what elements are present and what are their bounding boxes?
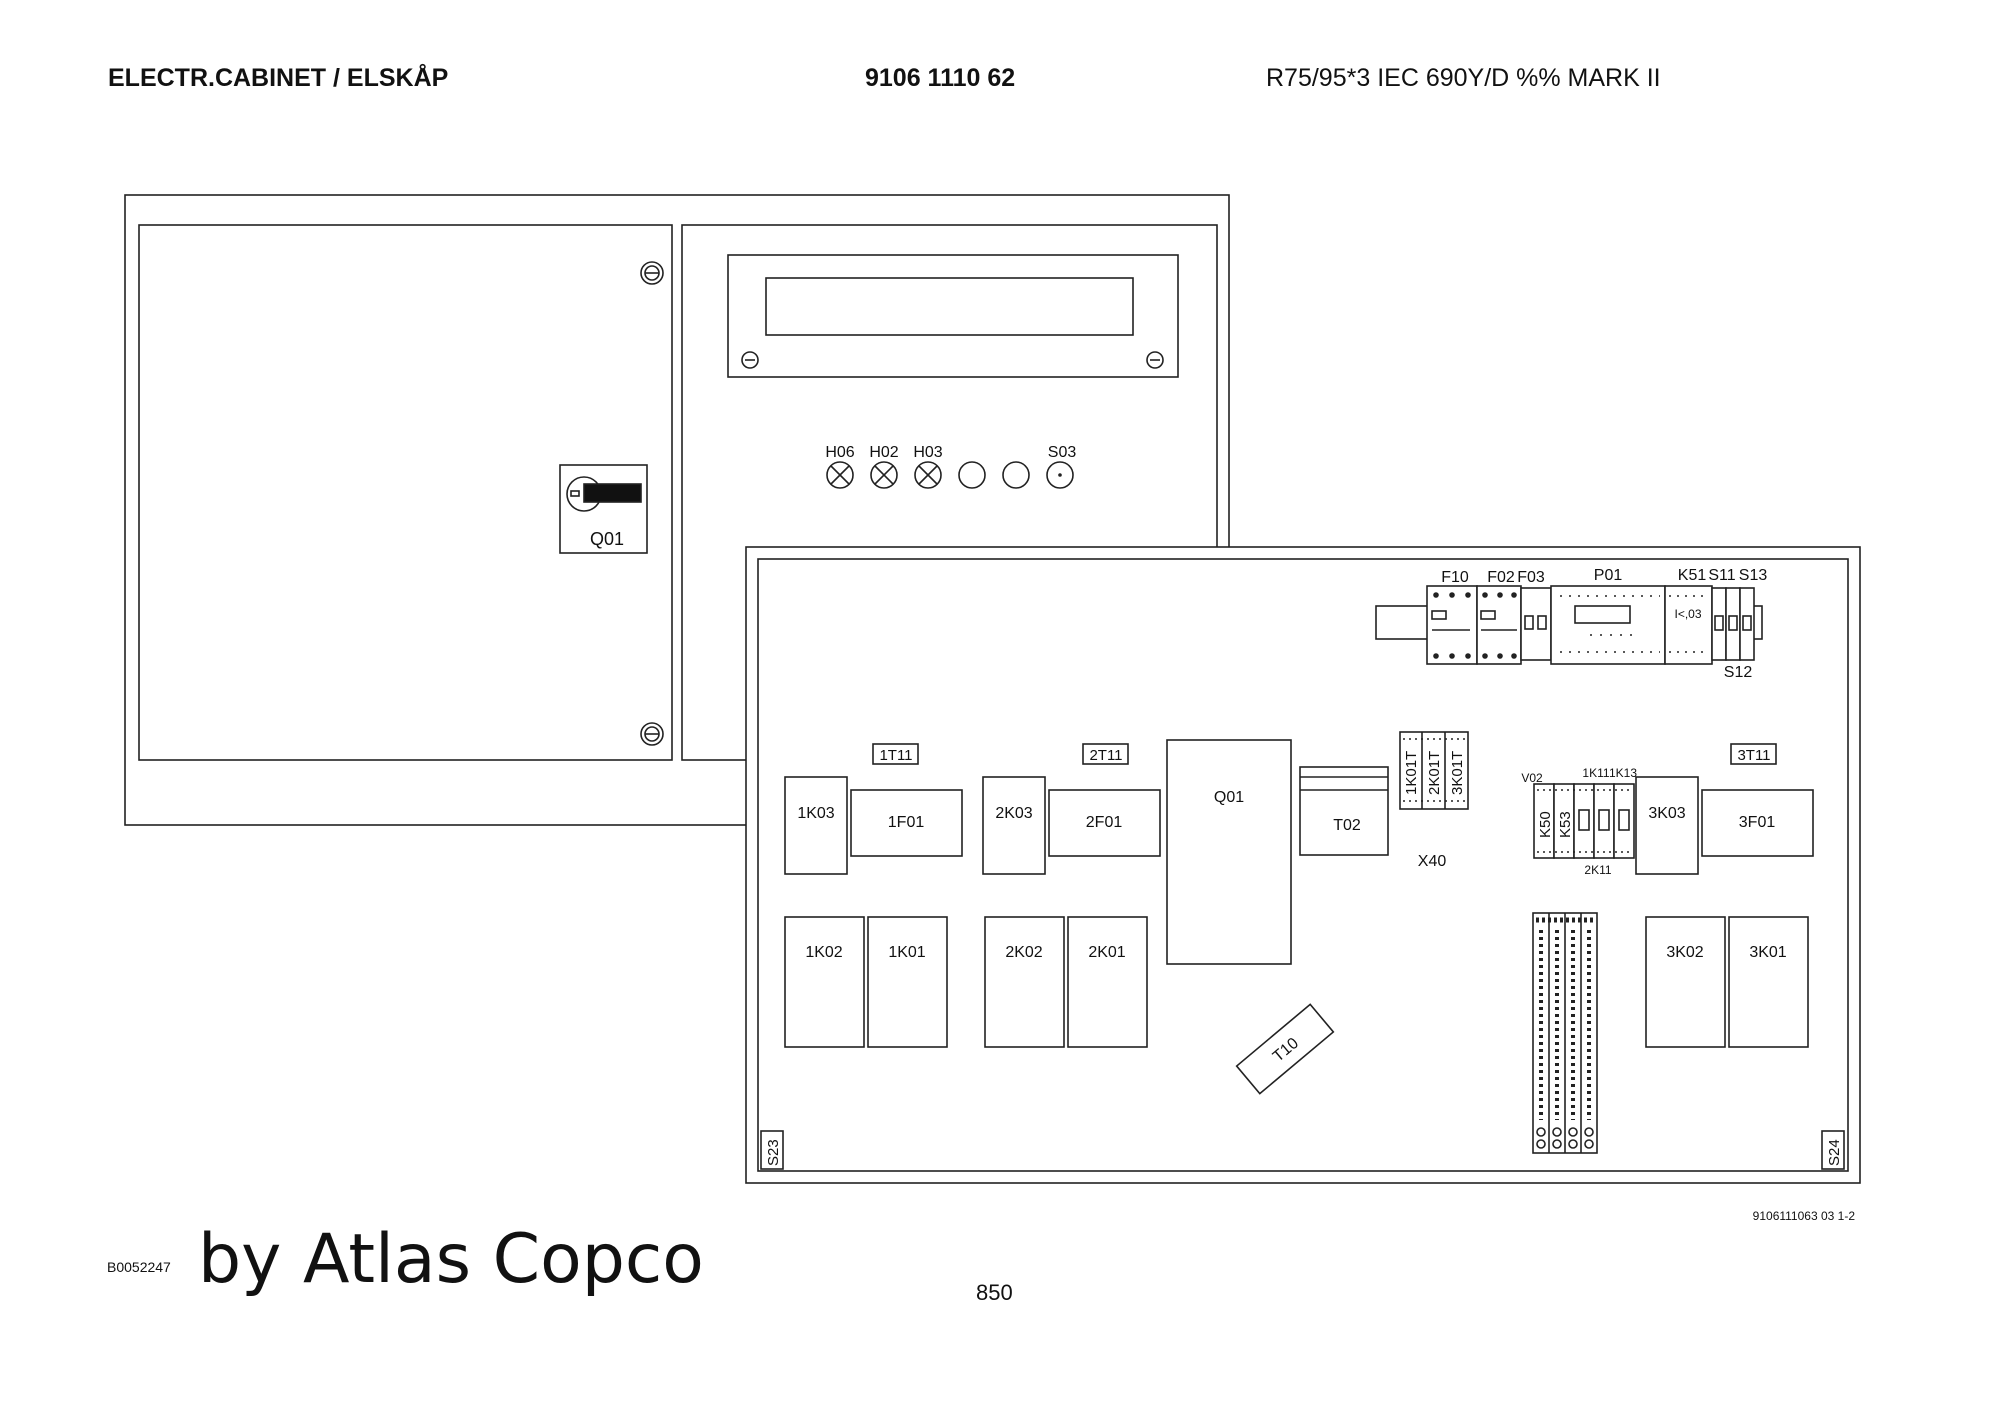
component-label: 1K02 [805, 944, 842, 961]
lamp-label: H02 [869, 444, 898, 461]
terminal-block-small [1399, 731, 1469, 810]
breaker-1f01[interactable] [850, 789, 963, 857]
monitoring-module-icon [1550, 585, 1666, 665]
transformer-label: 3T11 [1737, 747, 1770, 764]
component-label-small: 2K11 [1584, 863, 1611, 877]
component-label: 1K03 [797, 805, 834, 822]
screw-icon [640, 261, 664, 285]
relay-group [1533, 783, 1635, 859]
svg-text:P01: P01 [1594, 567, 1623, 584]
contactor-2k01[interactable] [1067, 916, 1148, 1048]
relay-label: K50 [1537, 811, 1554, 838]
drawing-reference: 9106111063 03 1-2 [1753, 1209, 1856, 1223]
screw-icon [640, 722, 664, 746]
component-label: 3K01 [1749, 944, 1786, 961]
terminal-strip-label: X40 [1418, 853, 1447, 870]
contactor-3k02[interactable] [1645, 916, 1726, 1048]
transformer-t02[interactable] [1299, 766, 1389, 856]
component-label-small: 1K13 [1609, 766, 1637, 780]
header-title: ELECTR.CABINET / ELSKÅP [108, 64, 449, 92]
svg-text:F03: F03 [1517, 569, 1545, 586]
component-label: 3K03 [1648, 805, 1685, 822]
transformer-t10[interactable]: T10 [1235, 1003, 1335, 1095]
circuit-breaker-icon [1476, 585, 1522, 665]
relay-label: K53 [1557, 811, 1574, 838]
terminal-label: 1K01T [1403, 751, 1420, 795]
component-label-small: V02 [1521, 771, 1543, 785]
component-label: 2F01 [1086, 814, 1123, 831]
selector-switch-icon [1711, 587, 1755, 661]
relay-module-icon: I<,03 [1664, 585, 1713, 665]
svg-text:S13: S13 [1739, 567, 1768, 584]
contactor-3k01[interactable] [1728, 916, 1809, 1048]
svg-text:F02: F02 [1487, 569, 1515, 586]
svg-text:F10: F10 [1441, 569, 1469, 586]
component-label: T02 [1333, 817, 1361, 834]
lamp-label: H06 [825, 444, 854, 461]
indicator-lamp-icon [826, 461, 854, 489]
empty-lamp-slot-icon [958, 461, 986, 489]
transformer-label-box [1730, 743, 1777, 765]
contactor-1k01[interactable] [867, 916, 948, 1048]
corner-label-left: S23 [765, 1139, 782, 1166]
svg-text:S12: S12 [1724, 664, 1753, 681]
svg-text:I<,03: I<,03 [1674, 607, 1701, 621]
push-button-icon[interactable] [1046, 461, 1074, 489]
indicator-lamp-icon [914, 461, 942, 489]
corner-label-box [1821, 1130, 1845, 1170]
header-model: R75/95*3 IEC 690Y/D %% MARK II [1266, 64, 1661, 92]
svg-text:K51: K51 [1678, 567, 1707, 584]
terminal-label: 3K01T [1449, 751, 1466, 795]
indicator-lamp-icon [870, 461, 898, 489]
component-label: 3F01 [1739, 814, 1776, 831]
corner-label-right: S24 [1826, 1139, 1843, 1166]
component-label: 1F01 [888, 814, 925, 831]
component-label: 2K01 [1088, 944, 1125, 961]
breaker-2f01[interactable] [1048, 789, 1161, 857]
display-screen [765, 277, 1134, 336]
breaker-3f01[interactable] [1701, 789, 1814, 857]
screw-icon [741, 351, 759, 369]
contactor-2k02[interactable] [984, 916, 1065, 1048]
contactor-1k03[interactable] [784, 776, 848, 875]
corner-label-box [760, 1130, 784, 1170]
rotary-switch-icon [566, 476, 642, 512]
lamp-label: H03 [913, 444, 942, 461]
transformer-label: 1T11 [879, 747, 912, 764]
header-part-number: 9106 1110 62 [865, 64, 1016, 92]
brand-text: by Atlas Copco [198, 1220, 704, 1299]
component-label: 2K02 [1005, 944, 1042, 961]
main-switch-q01[interactable] [1166, 739, 1292, 965]
component-label: Q01 [1214, 789, 1244, 806]
document-code: B0052247 [107, 1259, 171, 1275]
component-label: 1K01 [888, 944, 925, 961]
fuse-holder-icon [1520, 587, 1552, 661]
component-label: 2K03 [995, 805, 1032, 822]
transformer-label-box [872, 743, 919, 765]
page-number: 850 [976, 1280, 1013, 1305]
terminal-label: 2K01T [1426, 751, 1443, 795]
contactor-1k02[interactable] [784, 916, 865, 1048]
main-switch-label: Q01 [590, 529, 624, 549]
screw-icon [1146, 351, 1164, 369]
component-label: 3K02 [1666, 944, 1703, 961]
contactor-3k03[interactable] [1635, 776, 1699, 875]
terminal-strip [1532, 912, 1598, 1154]
contactor-2k03[interactable] [982, 776, 1046, 875]
button-label: S03 [1048, 444, 1077, 461]
component-label-small: 1K11 [1582, 766, 1609, 780]
empty-lamp-slot-icon [1002, 461, 1030, 489]
transformer-label: 2T11 [1089, 747, 1122, 764]
circuit-breaker-icon [1426, 585, 1478, 665]
svg-text:S11: S11 [1708, 567, 1735, 584]
transformer-label-box [1082, 743, 1129, 765]
din-rail-labels: F10 F02 F03 P01 K51 S11 S13 S12 [1441, 567, 1767, 681]
